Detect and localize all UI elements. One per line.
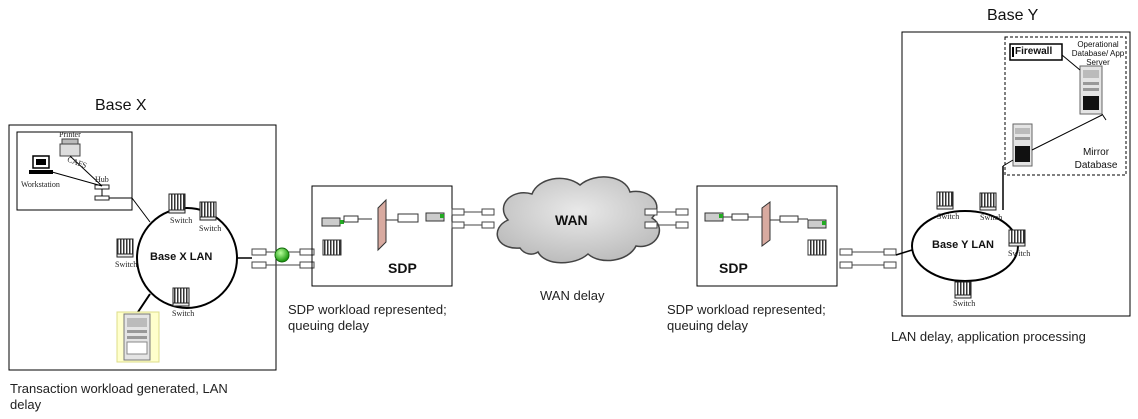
base-x-switch-icon xyxy=(168,193,186,214)
base-y-switch-icon xyxy=(979,192,997,211)
sdp-left-caption-line: SDP workload represented; xyxy=(288,302,447,317)
server-zone-box xyxy=(1004,36,1127,176)
base-y-switch-icon xyxy=(954,281,972,299)
sdp-left-caption-line: queuing delay xyxy=(288,318,369,333)
base-y-box xyxy=(901,31,1131,317)
wan-label: WAN xyxy=(555,212,588,228)
sdp-right-equipment xyxy=(704,201,827,256)
operational-server-label: Operational Database/ App Server xyxy=(1066,40,1130,67)
sdp-left-label: SDP xyxy=(388,260,417,276)
sdp-right-caption-line: SDP workload represented; xyxy=(667,302,826,317)
mirror-database-label-line: Mirror xyxy=(1082,147,1110,158)
sdp-right-caption: SDP workload represented; queuing delay xyxy=(667,302,826,334)
base-x-switch-icon xyxy=(199,201,217,221)
base-y-caption: LAN delay, application processing xyxy=(891,329,1086,344)
firewall-icon xyxy=(1009,43,1063,61)
base-x-box xyxy=(8,124,277,371)
base-y-title: Base Y xyxy=(987,7,1039,24)
hub-label: Hub xyxy=(95,175,109,184)
base-x-caption-line: delay xyxy=(10,397,42,412)
base-x-title: Base X xyxy=(95,97,147,114)
operational-server-icon xyxy=(1079,65,1103,115)
operational-server-label-line: Database/ App xyxy=(1071,49,1125,58)
left-link-connector xyxy=(251,248,315,269)
base-x-switch-label: Switch xyxy=(199,224,222,233)
base-x-caption: Transaction workload generated, LAN dela… xyxy=(10,381,228,413)
right-link-connector xyxy=(839,248,897,269)
base-y-switch-label: Switch xyxy=(953,299,976,308)
printer-label: Printer xyxy=(59,130,81,139)
base-x-switch-label: Switch xyxy=(172,309,195,318)
operational-server-label-line: Server xyxy=(1086,58,1110,67)
workstation-cabling xyxy=(51,155,132,199)
wan-right-connector xyxy=(644,208,689,229)
base-y-lan-label: Base Y LAN xyxy=(932,239,994,251)
wan-cloud-icon xyxy=(496,176,661,264)
base-y-switch-icon xyxy=(1008,229,1026,247)
base-x-switch-label: Switch xyxy=(170,216,193,225)
base-x-lan-label: Base X LAN xyxy=(150,251,213,263)
sdp-right-box xyxy=(696,185,838,287)
sdp-right-label: SDP xyxy=(719,260,748,276)
sdp-left-equipment xyxy=(321,198,445,256)
base-x-switch-label: Switch xyxy=(115,260,138,269)
base-y-switch-icon xyxy=(936,191,954,210)
mirror-database-label-line: Database xyxy=(1074,160,1118,171)
firewall-label: Firewall xyxy=(1015,46,1053,57)
workstation-label: Workstation xyxy=(21,180,60,189)
workstation-inset-box xyxy=(16,131,133,211)
operational-server-label-line: Operational xyxy=(1077,40,1119,49)
sdp-left-box xyxy=(311,185,453,287)
transaction-indicator-icon xyxy=(274,247,290,263)
base-y-switch-label: Switch xyxy=(980,213,1003,222)
base-y-switch-label: Switch xyxy=(937,212,960,221)
wan-caption: WAN delay xyxy=(540,288,605,303)
wan-left-connector xyxy=(451,208,495,229)
sdp-right-caption-line: queuing delay xyxy=(667,318,748,333)
base-y-switch-label: Switch xyxy=(1008,249,1031,258)
sdp-left-caption: SDP workload represented; queuing delay xyxy=(288,302,447,334)
mirror-database-label: Mirror Database xyxy=(1068,146,1124,172)
workstation-icon xyxy=(29,155,53,174)
base-x-switch-icon xyxy=(172,287,190,307)
base-x-switch-icon xyxy=(116,238,134,258)
base-x-caption-line: Transaction workload generated, LAN xyxy=(10,381,228,396)
base-x-server-icon xyxy=(116,311,160,363)
mirror-database-icon xyxy=(1012,123,1033,167)
printer-icon xyxy=(59,138,81,157)
